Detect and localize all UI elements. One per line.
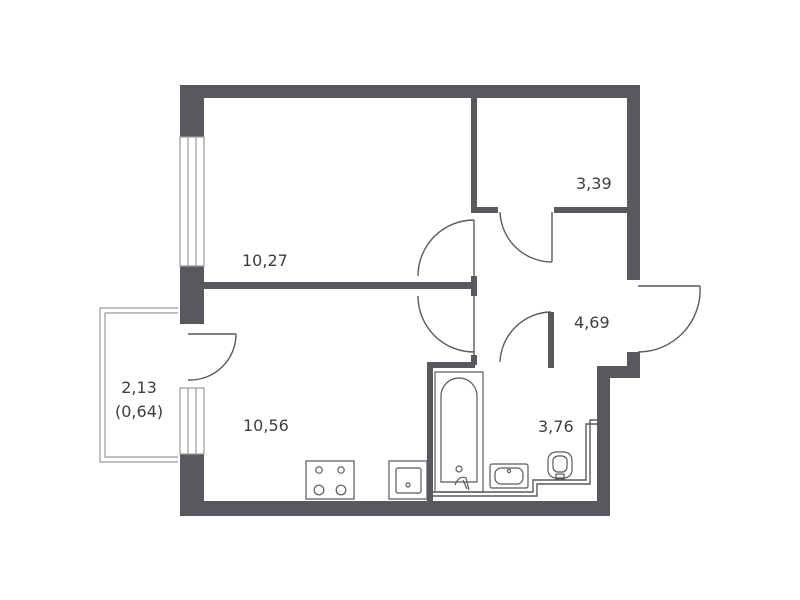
room-top-right-door (499, 211, 553, 263)
balcony-area-reduced: (0,64) (115, 402, 164, 421)
bathroom-door (499, 311, 552, 364)
room-top-left-door (417, 219, 475, 277)
balcony-door (187, 333, 237, 381)
kitchen-door (417, 295, 475, 355)
room-top-right-area: 3,39 (576, 174, 612, 193)
walls (180, 85, 640, 516)
bathtub-icon (434, 371, 484, 493)
washbasin-icon (489, 463, 529, 489)
balcony-area: 2,13 (121, 378, 157, 397)
bathroom-detail (433, 419, 597, 497)
window-bottom-left (179, 387, 205, 455)
balcony-outline (99, 307, 178, 463)
doors (187, 211, 701, 381)
window-top-left (179, 136, 205, 267)
room-top-left-area: 10,27 (242, 251, 288, 270)
hallway-area: 4,69 (574, 313, 610, 332)
entrance-door (637, 285, 701, 353)
stove-icon (305, 460, 355, 500)
kitchen-sink-icon (388, 460, 428, 500)
toilet-icon (547, 451, 573, 480)
kitchen-area: 10,56 (243, 416, 289, 435)
bathroom-area: 3,76 (538, 417, 574, 436)
balcony-area-label: 2,13 (0,64) (115, 380, 163, 420)
